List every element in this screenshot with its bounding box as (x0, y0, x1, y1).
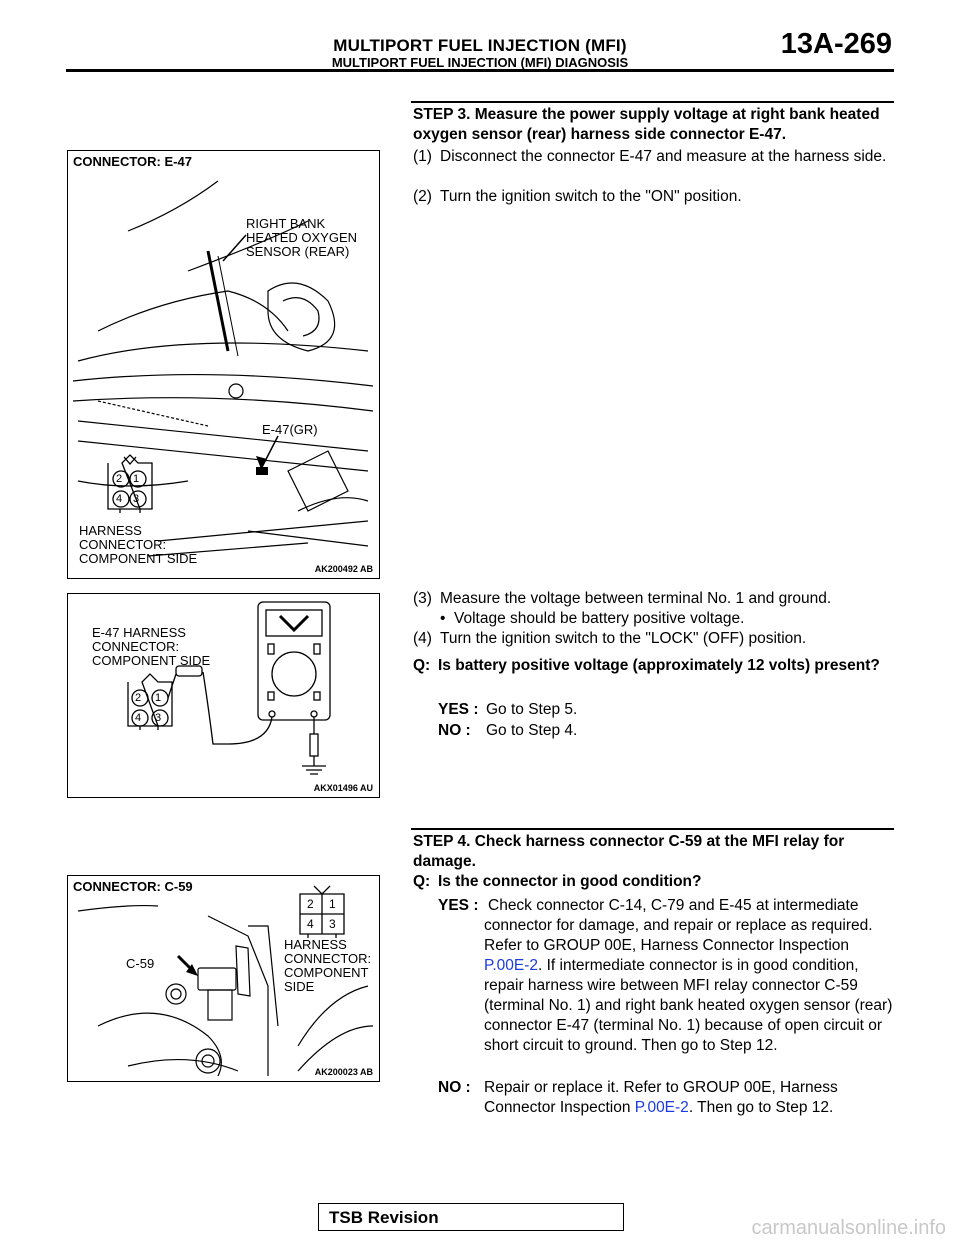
no-text: Go to Step 4. (486, 722, 578, 739)
figure-code: AK200023 AB (314, 1067, 373, 1077)
pin-1: 1 (133, 473, 140, 485)
connector-pinout (299, 885, 345, 938)
figure-connector-c59: CONNECTOR: C-59 C-59 2 1 4 3 HARNESS CON… (67, 875, 380, 1082)
step3-item-2: (2) Turn the ignition switch to the "ON" … (413, 187, 893, 207)
engine-bay-drawing (72, 180, 374, 557)
yes-text-b: . If intermediate connector is in good c… (484, 957, 893, 1054)
step3-no: NO : Go to Step 4. (438, 721, 893, 741)
no-ref-link[interactable]: P.00E-2 (634, 1099, 689, 1116)
question-prefix: Q: (413, 657, 431, 674)
harness-label: HARNESS CONNECTOR: COMPONENT SIDE (284, 937, 372, 994)
step4-yes-key-wrap: YES : (438, 896, 486, 916)
no-text-b: . Then go to Step 12. (688, 1099, 834, 1116)
pin-1: 1 (329, 897, 336, 911)
yes-text-a: Check connector C-14, C-79 and E-45 at i… (484, 897, 873, 954)
pin-2: 2 (135, 692, 142, 704)
pin-4: 4 (307, 917, 314, 931)
yes-text: Go to Step 5. (486, 701, 578, 718)
figure-connector-e47: CONNECTOR: E-47 RIGHT BANK HEATED OXYGEN… (67, 150, 380, 579)
connector-ref-label: C-59 (126, 956, 155, 971)
connector-pinout (107, 454, 153, 513)
item-text: Measure the voltage between terminal No.… (440, 590, 832, 607)
yes-ref-link[interactable]: P.00E-2 (484, 957, 539, 974)
no-key: NO : (438, 722, 471, 739)
item-number: (1) (413, 148, 432, 165)
figure-voltage-measurement: E-47 HARNESS CONNECTOR: COMPONENT SIDE 2… (67, 593, 380, 798)
item-number: (2) (413, 188, 432, 205)
question-prefix: Q: (413, 873, 431, 890)
step3-rule (411, 101, 894, 103)
question-text: Is battery positive voltage (approximate… (438, 657, 880, 674)
section-title: MULTIPORT FUEL INJECTION (MFI) (333, 36, 627, 55)
no-text-a: Repair or replace it. Refer to GROUP 00E… (484, 1079, 838, 1116)
yes-key: YES : (438, 897, 479, 914)
step3-item-3: (3) Measure the voltage between terminal … (413, 589, 893, 609)
item-number: (3) (413, 590, 432, 607)
pin-1: 1 (155, 692, 162, 704)
figure-code: AKX01496 AU (313, 783, 373, 793)
connector-label: CONNECTOR: C-59 (73, 879, 193, 894)
pin-2: 2 (307, 897, 314, 911)
step4-no-key-wrap: NO : (438, 1078, 486, 1098)
bullet-icon: • (440, 610, 446, 627)
pin-4: 4 (116, 493, 123, 505)
page-number: 13A-269 (780, 28, 892, 60)
sensor-label: RIGHT BANK HEATED OXYGEN SENSOR (REAR) (246, 216, 358, 259)
harness-label: E-47 HARNESS CONNECTOR: COMPONENT SIDE (92, 625, 211, 668)
tsb-revision-box: TSB Revision (318, 1203, 624, 1231)
step4-no: Repair or replace it. Refer to GROUP 00E… (484, 1078, 894, 1118)
relay-area-drawing (77, 885, 374, 1077)
item-text: Turn the ignition switch to the "ON" pos… (440, 188, 742, 205)
step4-rule (411, 828, 894, 830)
no-key: NO : (438, 1079, 471, 1096)
pin-2: 2 (116, 473, 123, 485)
step4-yes: Check connector C-14, C-79 and E-45 at i… (484, 896, 894, 1056)
bullet-text: Voltage should be battery positive volta… (454, 610, 745, 627)
step3-item-1: (1) Disconnect the connector E-47 and mea… (413, 147, 893, 167)
item-number: (4) (413, 630, 432, 647)
section-subtitle: MULTIPORT FUEL INJECTION (MFI) DIAGNOSIS (331, 55, 629, 70)
pin-3: 3 (329, 917, 336, 931)
step4-question: Q: Is the connector in good condition? (413, 872, 893, 892)
watermark: carmanualsonline.info (751, 1217, 946, 1239)
pin-3: 3 (155, 712, 162, 724)
voltmeter-drawing (127, 601, 331, 775)
question-text: Is the connector in good condition? (438, 873, 702, 890)
harness-label: HARNESS CONNECTOR: COMPONENT SIDE (79, 523, 198, 566)
step3-question: Q: Is battery positive voltage (approxima… (413, 656, 893, 676)
yes-key: YES : (438, 701, 479, 718)
pin-4: 4 (135, 712, 142, 724)
item-text: Disconnect the connector E-47 and measur… (440, 148, 887, 165)
figure-code: AK200492 AB (314, 564, 373, 574)
pin-3: 3 (133, 493, 140, 505)
connector-label: CONNECTOR: E-47 (73, 154, 192, 169)
item-text: Turn the ignition switch to the "LOCK" (… (440, 630, 807, 647)
connector-ref-label: E-47(GR) (262, 422, 318, 437)
step3-yes: YES : Go to Step 5. (438, 700, 893, 720)
step3-item-4: (4) Turn the ignition switch to the "LOCK… (413, 629, 893, 649)
header-rule (66, 69, 894, 72)
step3-title: STEP 3. Measure the power supply voltage… (413, 106, 880, 143)
step4-title: STEP 4. Check harness connector C-59 at … (413, 833, 845, 870)
step3-bullet: • Voltage should be battery positive volt… (440, 609, 890, 629)
